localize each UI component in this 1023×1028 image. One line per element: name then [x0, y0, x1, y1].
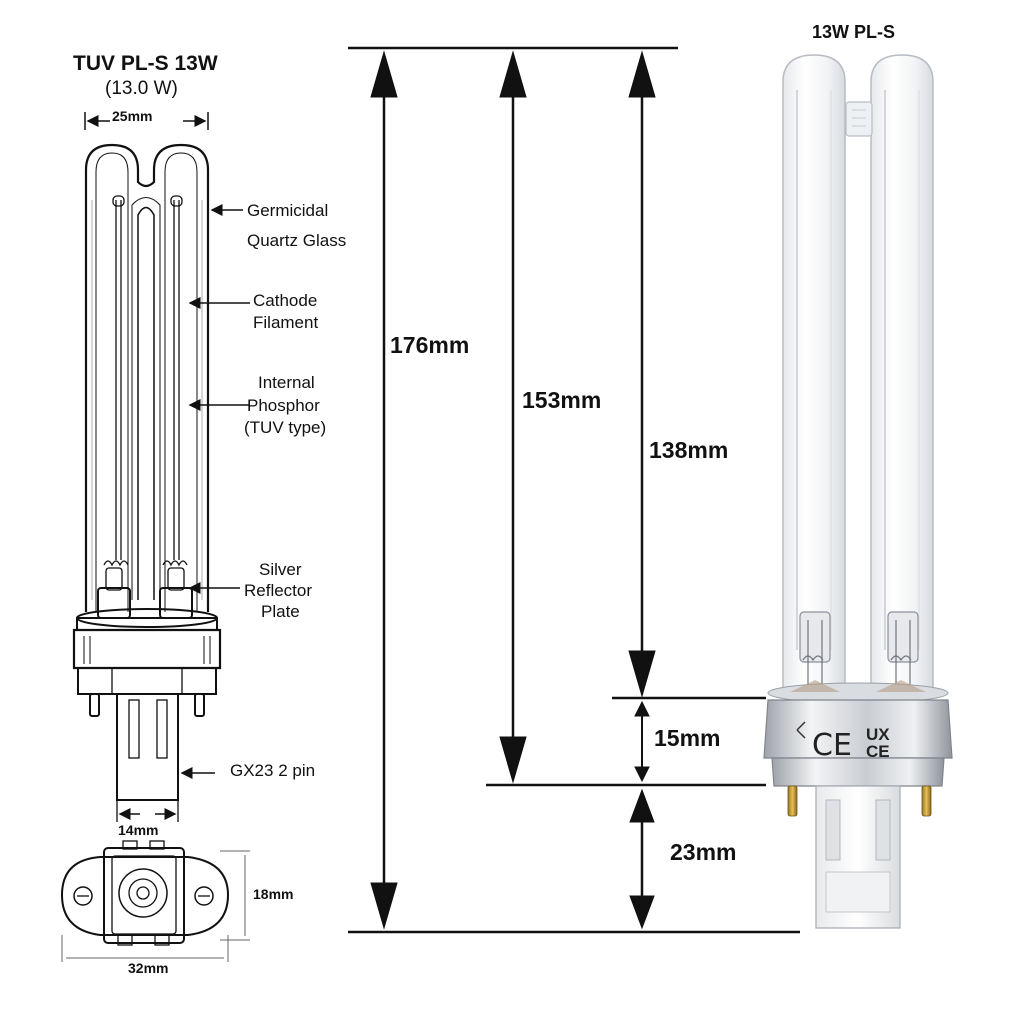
- callout-cathode-line2: Filament: [253, 313, 319, 332]
- dim-footprint-18mm: 18mm: [253, 886, 294, 902]
- callout-pin-type: GX23 2 pin: [230, 761, 316, 780]
- ce-mark-symbol: CE: [812, 728, 852, 763]
- right-photo-title: 13W PL-S: [812, 22, 896, 42]
- dim-total-length: 176mm: [390, 332, 470, 358]
- footprint-bottom-view: [60, 840, 250, 962]
- callout-glass-line2: Quartz Glass: [247, 231, 347, 250]
- photo-lamp: CE UX CE: [763, 54, 953, 929]
- callout-phosphor-line1: Internal: [258, 373, 315, 392]
- callout-glass-line1: Germicidal: [247, 201, 329, 220]
- dim-width-25mm: 25mm: [112, 108, 153, 124]
- dim-base-14mm: 14mm: [118, 822, 159, 838]
- callout-cathode-line1: Cathode: [253, 291, 318, 310]
- line-drawing-lamp: [72, 112, 222, 822]
- ce-mark-small: CE: [866, 742, 890, 761]
- callout-phosphor-line2: Phosphor: [247, 396, 320, 415]
- dim-pins: 23mm: [670, 839, 737, 865]
- callout-phosphor-line3: (TUV type): [244, 418, 327, 437]
- dim-to-base: 153mm: [522, 387, 602, 413]
- callout-leaders: [180, 204, 250, 779]
- dim-collar: 15mm: [654, 725, 721, 751]
- callout-reflector-line2: Reflector: [244, 581, 313, 600]
- callout-reflector-line3: Plate: [261, 602, 300, 621]
- left-title: TUV PL-S 13W: [73, 52, 218, 75]
- ux-mark: UX: [866, 725, 890, 744]
- dimension-lines: [348, 46, 800, 934]
- callout-reflector-line1: Silver: [259, 560, 302, 579]
- dim-footprint-32mm: 32mm: [128, 960, 169, 976]
- dim-tube-length: 138mm: [649, 437, 729, 463]
- left-power: (13.0 W): [105, 78, 178, 99]
